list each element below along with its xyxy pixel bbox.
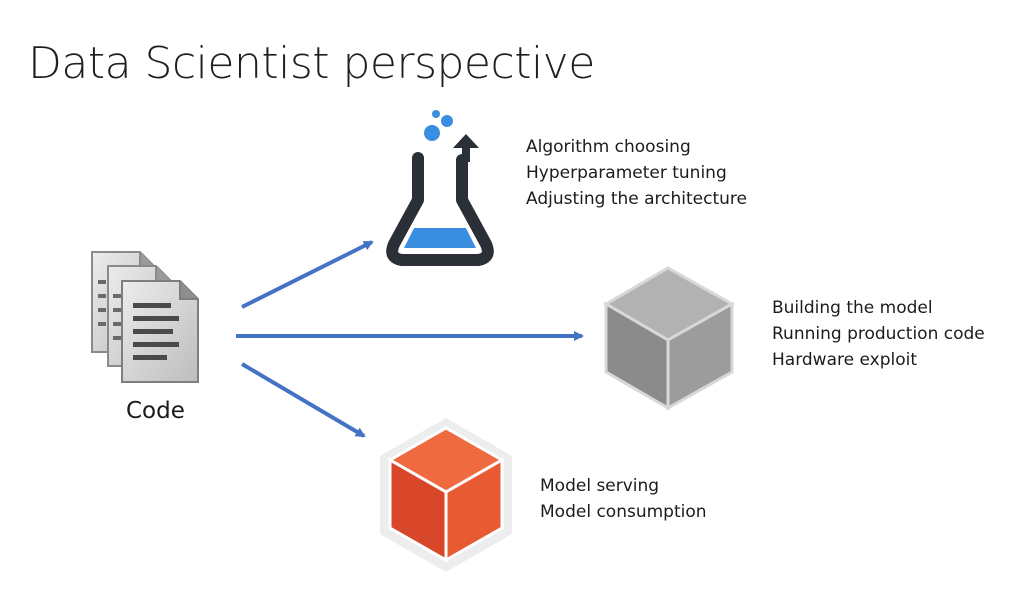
flask-bubble-medium bbox=[441, 115, 453, 127]
arrow-to-orange-cube bbox=[240, 362, 366, 438]
orange-cube-line-2: Model consumption bbox=[540, 502, 707, 522]
flask-icon bbox=[386, 110, 494, 266]
gray-cube-description: Building the model Running production co… bbox=[772, 295, 985, 373]
flask-bubble-large bbox=[424, 125, 440, 141]
code-files-icon bbox=[91, 251, 199, 383]
orange-cube-line-1: Model serving bbox=[540, 476, 660, 496]
gray-cube-icon bbox=[603, 266, 736, 411]
arrow-to-flask bbox=[241, 240, 374, 309]
gray-cube-line-1: Building the model bbox=[772, 298, 933, 318]
flask-line-2: Hyperparameter tuning bbox=[526, 163, 727, 183]
flask-bubble-small bbox=[432, 110, 440, 118]
code-page-front bbox=[121, 280, 199, 383]
flask-line-3: Adjusting the architecture bbox=[526, 189, 747, 209]
flask-line-1: Algorithm choosing bbox=[526, 137, 691, 157]
gray-cube-line-3: Hardware exploit bbox=[772, 350, 918, 370]
orange-cube-description: Model serving Model consumption bbox=[540, 473, 707, 525]
orange-cube-icon bbox=[380, 418, 512, 572]
flask-description: Algorithm choosing Hyperparameter tuning… bbox=[526, 134, 747, 212]
gray-cube-line-2: Running production code bbox=[772, 324, 985, 344]
code-label: Code bbox=[126, 398, 185, 424]
slide-title: Data Scientist perspective bbox=[28, 38, 595, 89]
